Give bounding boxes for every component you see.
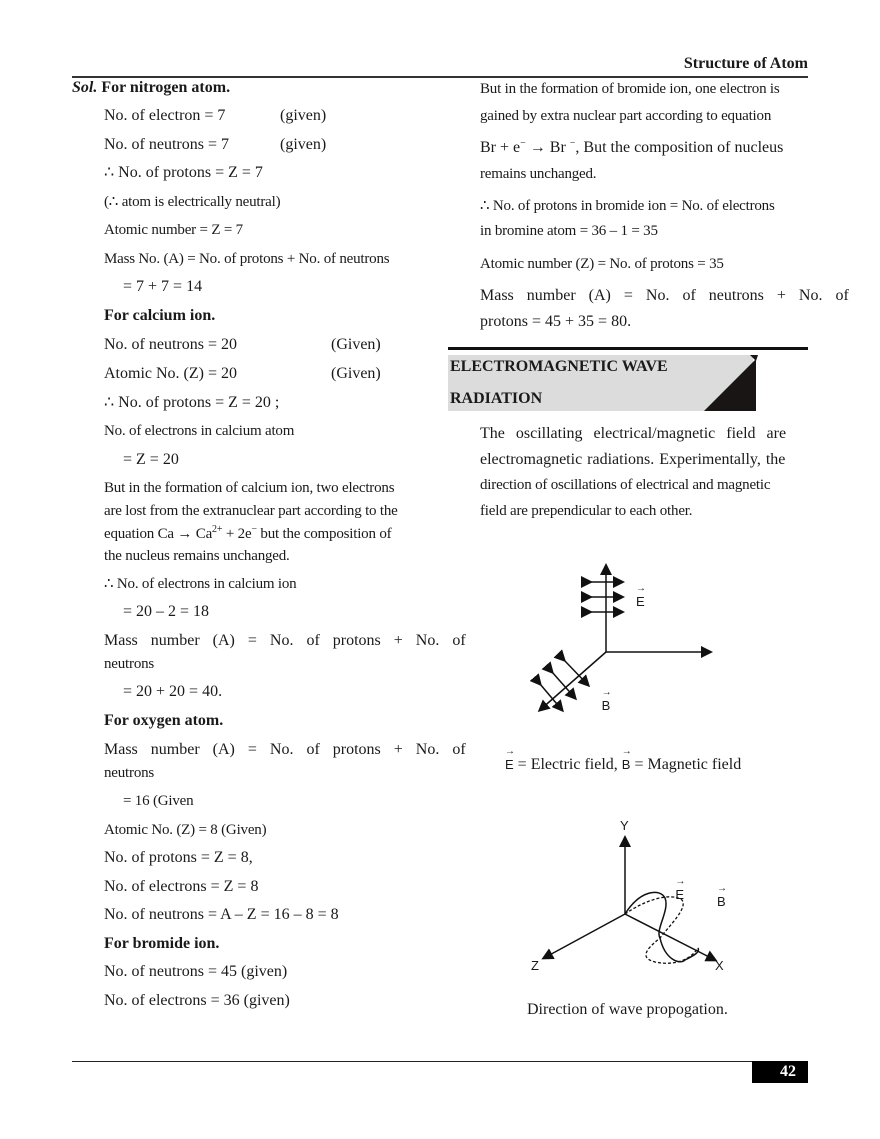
- nitrogen-line: ∴ No. of protons = Z = 7: [104, 164, 263, 181]
- sol-label: Sol.: [72, 79, 98, 96]
- bromide-cont-line: But in the formation of bromide ion, one…: [480, 81, 780, 97]
- calcium-after-line: neutrons: [104, 656, 155, 672]
- nitrogen-note: (given): [280, 107, 327, 124]
- calcium-after-line: = 20 + 20 = 40.: [123, 683, 223, 700]
- calcium-line: No. of electrons in calcium atom: [104, 423, 295, 439]
- calcium-heading: For calcium ion.: [104, 307, 216, 324]
- section-corner-decoration: [704, 355, 760, 411]
- section-title-line2: RADIATION: [450, 390, 543, 407]
- bromide-cont-line: in bromine atom = 36 – 1 = 35: [480, 223, 658, 239]
- bromide-cont-line: Atomic number (Z) = No. of protons = 35: [480, 256, 724, 272]
- nitrogen-note: (given): [280, 136, 327, 153]
- figure1-caption: E = Electric field, B = Magnetic field: [505, 746, 741, 774]
- figure2-caption: Direction of wave propogation.: [527, 1001, 728, 1018]
- calcium-para-line: the nucleus remains unchanged.: [104, 548, 290, 564]
- calcium-note: (Given): [331, 336, 381, 353]
- calcium-line: Atomic No. (Z) = 20: [104, 365, 237, 382]
- caption-b-symbol: B: [622, 746, 632, 772]
- bromide-cont-line: protons = 45 + 35 = 80.: [480, 313, 632, 330]
- oxygen-line: Atomic No. (Z) = 8 (Given): [104, 822, 267, 838]
- calcium-line: = Z = 20: [123, 451, 179, 468]
- em-para-line: The oscillating electrical/magnetic fiel…: [480, 425, 787, 442]
- nitrogen-heading: For nitrogen atom.: [101, 79, 231, 96]
- bromide-cont-line: gained by extra nuclear part according t…: [480, 108, 772, 124]
- axis-x-label: X: [715, 958, 724, 973]
- oxygen-heading: For oxygen atom.: [104, 712, 224, 729]
- calcium-after-line: Mass number (A) = No. of protons + No. o…: [104, 632, 466, 649]
- oxygen-line: = 16 (Given: [123, 793, 194, 809]
- calcium-note: (Given): [331, 365, 381, 382]
- oxygen-line: Mass number (A) = No. of protons + No. o…: [104, 741, 466, 758]
- header-rule: [72, 76, 808, 78]
- axis-z-label: Z: [531, 958, 539, 973]
- nitrogen-line: Atomic number = Z = 7: [104, 222, 243, 238]
- em-para-line: electromagnetic radiations. Experimental…: [480, 451, 786, 468]
- calcium-line: No. of neutrons = 20: [104, 336, 238, 353]
- oxygen-line: No. of protons = Z = 8,: [104, 849, 253, 866]
- nitrogen-line: = 7 + 7 = 14: [123, 278, 203, 295]
- em-para-line: field are prependicular to each other.: [480, 503, 693, 519]
- calcium-line: ∴ No. of protons = Z = 20 ;: [104, 394, 280, 411]
- figure2-label-e: E: [675, 876, 685, 902]
- caption-e-symbol: E: [505, 746, 515, 772]
- bromide-cont-line: ∴ No. of protons in bromide ion = No. of…: [480, 198, 775, 214]
- footer-rule: [72, 1061, 808, 1062]
- calcium-after-line: = 20 – 2 = 18: [123, 603, 210, 620]
- bromide-cont-line: remains unchanged.: [480, 166, 597, 182]
- oxygen-line: No. of neutrons = A – Z = 16 – 8 = 8: [104, 906, 339, 923]
- em-para-line: direction of oscillations of electrical …: [480, 477, 771, 493]
- figure2-label-b: B: [717, 883, 727, 909]
- bromide-line: No. of electrons = 36 (given): [104, 992, 290, 1009]
- bromide-equation-line: Br + e− → Br −, But the composition of n…: [480, 138, 784, 157]
- bromide-cont-line: Mass number (A) = No. of neutrons + No. …: [480, 287, 849, 304]
- nitrogen-line: No. of neutrons = 7: [104, 136, 230, 153]
- calcium-para-line: But in the formation of calcium ion, two…: [104, 480, 395, 496]
- axis-y-label: Y: [620, 818, 629, 833]
- oxygen-line: neutrons: [104, 765, 155, 781]
- bromide-heading: For bromide ion.: [104, 935, 220, 952]
- nitrogen-line: (∴ atom is electrically neutral): [104, 194, 281, 210]
- section-heading-band: [448, 355, 753, 411]
- page-number: 42: [752, 1061, 808, 1083]
- calcium-equation-line: equation Ca → Ca2+ + 2e− but the composi…: [104, 524, 392, 543]
- sol-heading: Sol. For nitrogen atom.: [72, 78, 230, 98]
- figure1-label-b: B: [602, 687, 612, 713]
- nitrogen-line: No. of electron = 7: [104, 107, 226, 124]
- oxygen-line: No. of electrons = Z = 8: [104, 878, 259, 895]
- section-title-line1: ELECTROMAGNETIC WAVE: [450, 358, 668, 375]
- nitrogen-line: Mass No. (A) = No. of protons + No. of n…: [104, 251, 390, 267]
- running-header-title: Structure of Atom: [683, 55, 808, 72]
- figure1-label-e: E: [636, 583, 646, 609]
- wave-propagation-diagram: [541, 835, 718, 964]
- bromide-line: No. of neutrons = 45 (given): [104, 963, 288, 980]
- calcium-para-line: are lost from the extranuclear part acco…: [104, 503, 398, 519]
- section-rule: [448, 347, 808, 350]
- em-field-diagram: [529, 563, 713, 713]
- calcium-after-line: ∴ No. of electrons in calcium ion: [104, 576, 297, 592]
